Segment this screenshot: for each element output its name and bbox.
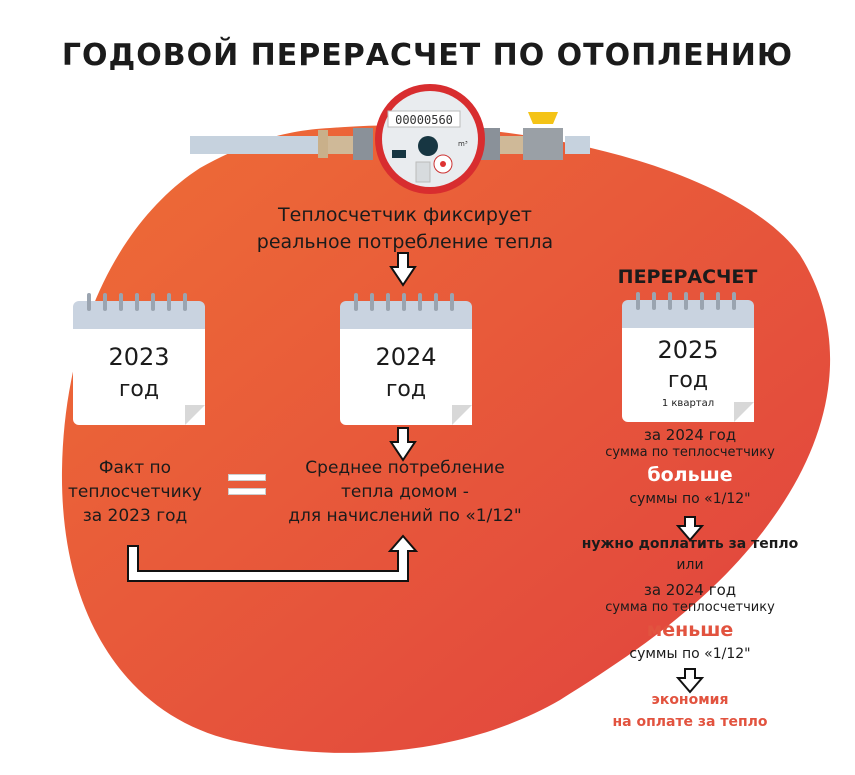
fact-line: за 2023 год xyxy=(82,506,188,526)
average-line: для начислений по «1/12" xyxy=(288,506,522,526)
recalc-case-2: за 2024 год сумма по теплосчетчику меньш… xyxy=(560,580,820,664)
average-line: тепла домом - xyxy=(341,482,469,502)
valve-handle-icon xyxy=(528,112,558,124)
case-line: за 2024 год xyxy=(643,426,737,444)
fact-text: Факт по теплосчетчику за 2023 год xyxy=(40,456,230,528)
calendar-label: год xyxy=(667,368,709,393)
case-line: сумма по теплосчетчику xyxy=(605,445,775,460)
calendar-year: 2024 xyxy=(375,343,437,371)
result-line: экономия xyxy=(651,692,729,708)
meter-unit: m³ xyxy=(458,140,468,148)
equals-sign: = xyxy=(228,474,266,496)
calendar-2024: 2024 год xyxy=(340,293,472,425)
calendar-year: 2025 xyxy=(657,336,719,364)
keyword-less: меньше xyxy=(646,619,734,641)
calendar-label: год xyxy=(385,377,427,402)
calendar-year: 2023 xyxy=(108,343,170,371)
heat-meter-illustration: 00000560 m³ xyxy=(190,84,590,194)
meter-caption: Теплосчетчик фиксирует реальное потребле… xyxy=(200,202,610,256)
fact-line: Факт по xyxy=(98,458,172,478)
case-line: сумма по теплосчетчику xyxy=(605,600,775,615)
page-title: ГОДОВОЙ ПЕРЕРАСЧЕТ ПО ОТОПЛЕНИЮ xyxy=(61,38,794,73)
calendar-sub: 1 квартал xyxy=(661,398,715,409)
keyword-more: больше xyxy=(647,464,733,486)
case-line: суммы по «1/12" xyxy=(629,646,751,662)
recalc-heading: ПЕРЕРАСЧЕТ xyxy=(617,266,758,288)
meter-caption-line: реальное потребление тепла xyxy=(256,231,554,253)
fact-line: теплосчетчику xyxy=(68,482,202,502)
average-line: Среднее потребление xyxy=(305,458,505,478)
recalc-case-1: за 2024 год сумма по теплосчетчику больш… xyxy=(560,425,820,509)
result-line: на оплате за тепло xyxy=(612,714,768,730)
calendar-2023: 2023 год xyxy=(73,293,205,425)
case-line: суммы по «1/12" xyxy=(629,491,751,507)
result-pay-more: нужно доплатить за тепло xyxy=(581,536,799,552)
pipe-nut-icon xyxy=(318,130,328,158)
average-text: Среднее потребление тепла домом - для на… xyxy=(260,456,550,528)
meter-caption-line: Теплосчетчик фиксирует xyxy=(278,204,532,226)
or-text: или xyxy=(676,557,704,573)
meter-reading: 00000560 xyxy=(395,113,453,127)
calendar-label: год xyxy=(118,377,160,402)
result-savings: экономия на оплате за тепло xyxy=(560,689,820,733)
calendar-2025: 2025 год 1 квартал xyxy=(622,292,754,422)
case-line: за 2024 год xyxy=(643,581,737,599)
